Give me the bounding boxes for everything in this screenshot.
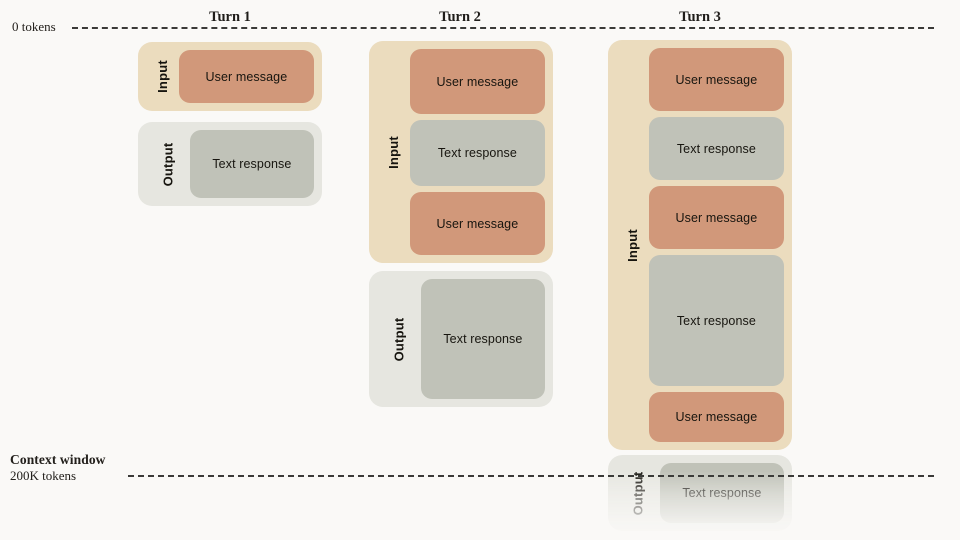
input-group-label: Input	[377, 49, 410, 255]
output-group-label: Output	[616, 463, 660, 523]
input-label-text: Input	[385, 135, 401, 169]
input-label-text: Input	[624, 228, 640, 262]
message-block-text[interactable]: Text response	[189, 130, 314, 198]
message-block-user[interactable]: User message	[178, 50, 314, 103]
input-label-text: Input	[154, 60, 170, 93]
output-label-text: Output	[160, 142, 176, 186]
input-group-label: Input	[616, 48, 649, 442]
message-block-text[interactable]: Text response	[420, 279, 545, 399]
message-block-user[interactable]: User message	[409, 192, 545, 255]
output-group-label: Output	[146, 130, 190, 198]
turn-2-output-blocks: Text response	[420, 279, 545, 399]
turn-1-output-blocks: Text response	[189, 130, 314, 198]
zero-tokens-label: 0 tokens	[12, 19, 56, 34]
turn-header-1: Turn 1	[209, 9, 251, 25]
turn-1-input-blocks: User message	[178, 50, 314, 103]
turn-3-input-group: Input User message Text response User me…	[608, 40, 792, 450]
message-block-user[interactable]: User message	[648, 392, 784, 442]
message-block-text[interactable]: Text response	[648, 255, 784, 386]
message-block-text[interactable]: Text response	[659, 463, 784, 523]
message-block-text[interactable]: Text response	[409, 120, 545, 186]
output-label-text: Output	[630, 471, 646, 515]
turn-2-input-blocks: User message Text response User message	[409, 49, 545, 255]
message-block-text[interactable]: Text response	[648, 117, 784, 180]
output-label-text: Output	[391, 317, 407, 361]
message-block-user[interactable]: User message	[648, 186, 784, 249]
context-window-label: Context window 200K tokens	[10, 452, 106, 483]
zero-tokens-boundary-line	[72, 27, 934, 29]
turn-header-3: Turn 3	[679, 9, 721, 25]
turn-2-input-group: Input User message Text response User me…	[369, 41, 553, 263]
output-group-label: Output	[377, 279, 421, 399]
context-window-title: Context window	[10, 452, 106, 467]
input-group-label: Input	[146, 50, 179, 103]
turn-1-input-group: Input User message	[138, 42, 322, 111]
message-block-user[interactable]: User message	[409, 49, 545, 114]
turn-3-input-blocks: User message Text response User message …	[648, 48, 784, 442]
turn-3-output-group-overflow: Output Text response	[608, 455, 792, 531]
context-window-size: 200K tokens	[10, 467, 77, 483]
context-window-boundary-line	[128, 475, 934, 477]
turn-header-2: Turn 2	[439, 9, 481, 25]
turn-1-output-group: Output Text response	[138, 122, 322, 206]
turn-3-output-blocks: Text response	[659, 463, 784, 523]
message-block-user[interactable]: User message	[648, 48, 784, 111]
turn-2-output-group: Output Text response	[369, 271, 553, 407]
